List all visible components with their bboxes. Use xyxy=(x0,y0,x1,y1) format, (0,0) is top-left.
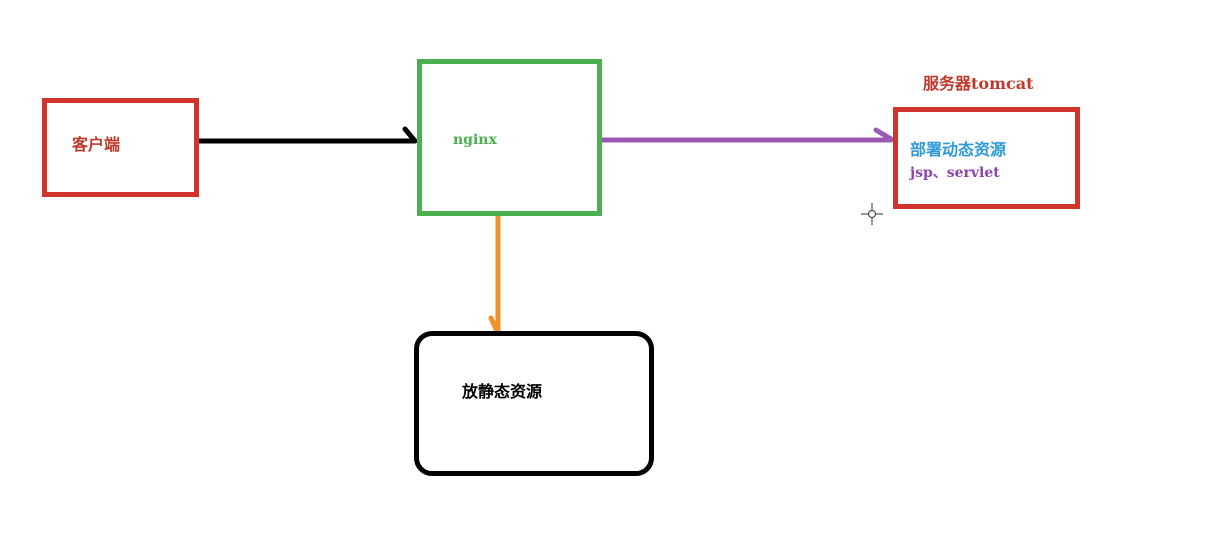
tomcat-node xyxy=(893,107,1080,209)
client-node xyxy=(42,98,199,197)
edge-client-nginx xyxy=(196,126,418,144)
edge-nginx-tomcat xyxy=(599,127,894,143)
edge-nginx-static xyxy=(488,213,501,334)
nginx-label: nginx xyxy=(453,132,497,148)
static-resource-label: 放静态资源 xyxy=(462,382,543,401)
client-label: 客户端 xyxy=(72,135,121,154)
tomcat-tech-label: jsp、servlet xyxy=(910,165,1000,181)
tomcat-title: 服务器tomcat xyxy=(923,74,1034,93)
static-resource-node xyxy=(414,331,654,476)
nginx-node xyxy=(417,59,602,216)
tomcat-dynamic-label: 部署动态资源 xyxy=(910,140,1007,159)
crosshair-cursor-icon xyxy=(861,203,883,225)
